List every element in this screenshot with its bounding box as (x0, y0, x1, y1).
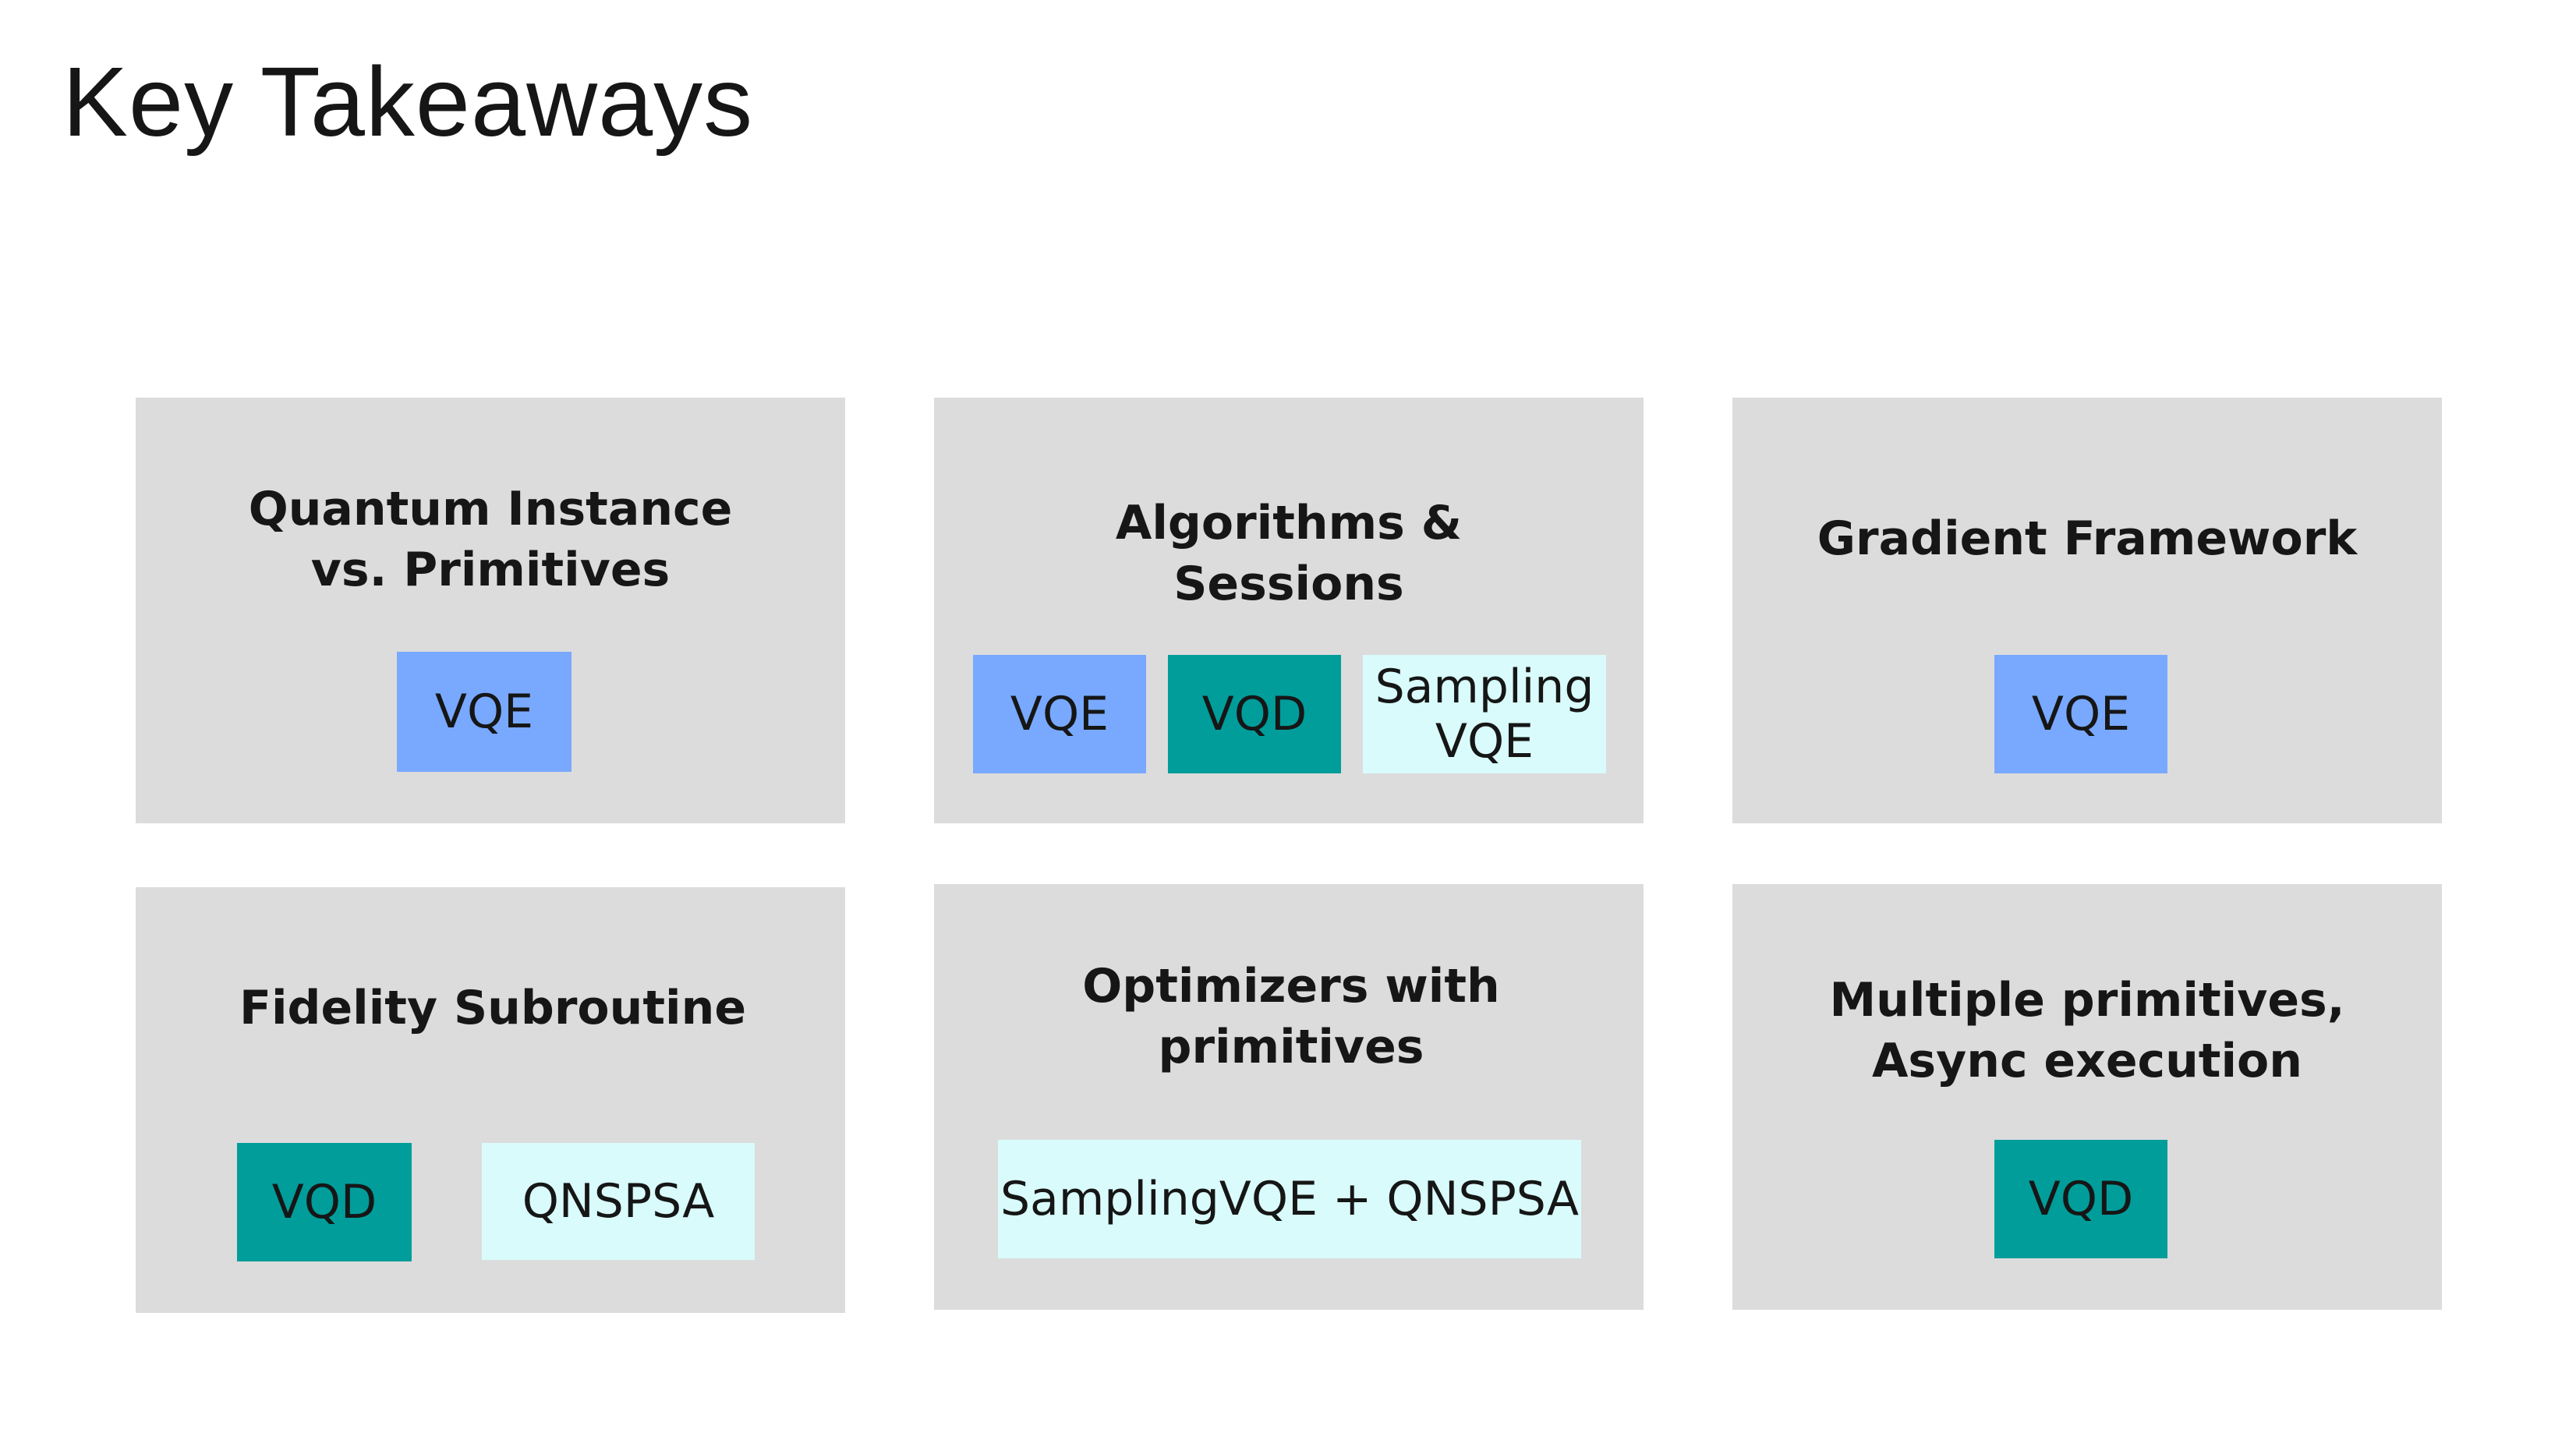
card-multiple-primitives-async: Multiple primitives, Async execution VQD (1732, 884, 2442, 1310)
tag-vqd: VQD (1994, 1140, 2167, 1258)
tag-vqd: VQD (237, 1143, 412, 1261)
tag-sampling-vqe: Sampling VQE (1363, 655, 1606, 773)
card-title: Fidelity Subroutine (239, 981, 747, 1035)
card-optimizers-with-primitives: Optimizers with primitives SamplingVQE +… (934, 884, 1644, 1310)
card-quantum-instance-vs-primitives: Quantum Instance vs. Primitives VQE (136, 398, 845, 823)
card-algorithms-sessions: Algorithms & Sessions VQE VQD Sampling V… (934, 398, 1644, 823)
card-gradient-framework: Gradient Framework VQE (1732, 398, 2442, 823)
tag-vqe: VQE (397, 652, 571, 772)
card-title: Multiple primitives, Async execution (1829, 973, 2345, 1088)
tag-vqe: VQE (1994, 655, 2167, 773)
card-title: Quantum Instance vs. Primitives (248, 482, 733, 597)
card-title: Algorithms & Sessions (1115, 496, 1463, 611)
card-title: Optimizers with primitives (1082, 959, 1500, 1074)
slide-title: Key Takeaways (62, 47, 754, 157)
card-title: Gradient Framework (1817, 511, 2358, 566)
tag-vqe: VQE (973, 655, 1146, 773)
tag-samplingvqe-qnspsa: SamplingVQE + QNSPSA (998, 1140, 1581, 1258)
card-fidelity-subroutine: Fidelity Subroutine VQD QNSPSA (136, 887, 845, 1313)
tag-vqd: VQD (1168, 655, 1341, 773)
tag-qnspsa: QNSPSA (482, 1143, 755, 1260)
